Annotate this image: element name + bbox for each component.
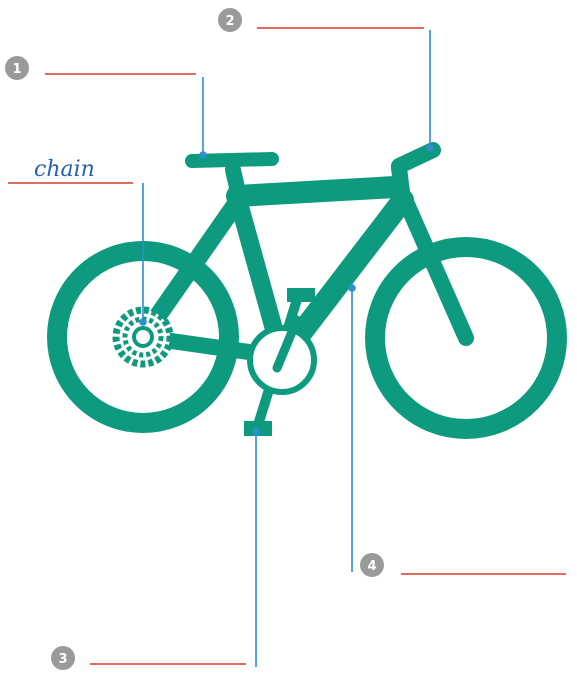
marker-2: 2 (218, 8, 242, 32)
upper-pedal (287, 288, 315, 302)
svg-text:4: 4 (367, 559, 376, 574)
leader-dot-chain (140, 319, 146, 325)
leader-dot-4 (349, 285, 355, 291)
marker-4: 4 (360, 553, 384, 577)
svg-text:1: 1 (12, 62, 21, 77)
leader-dot-2 (427, 145, 433, 151)
svg-text:2: 2 (225, 14, 234, 29)
chain-label: chain (34, 157, 95, 182)
handlebar (399, 150, 433, 166)
leader-dot-1 (200, 152, 206, 158)
leader-dot-3 (253, 429, 259, 435)
seat-post (233, 170, 239, 196)
marker-1: 1 (5, 56, 29, 80)
marker-3: 3 (51, 646, 75, 670)
top-tube (237, 187, 395, 196)
saddle (192, 159, 272, 161)
svg-text:3: 3 (58, 652, 67, 667)
